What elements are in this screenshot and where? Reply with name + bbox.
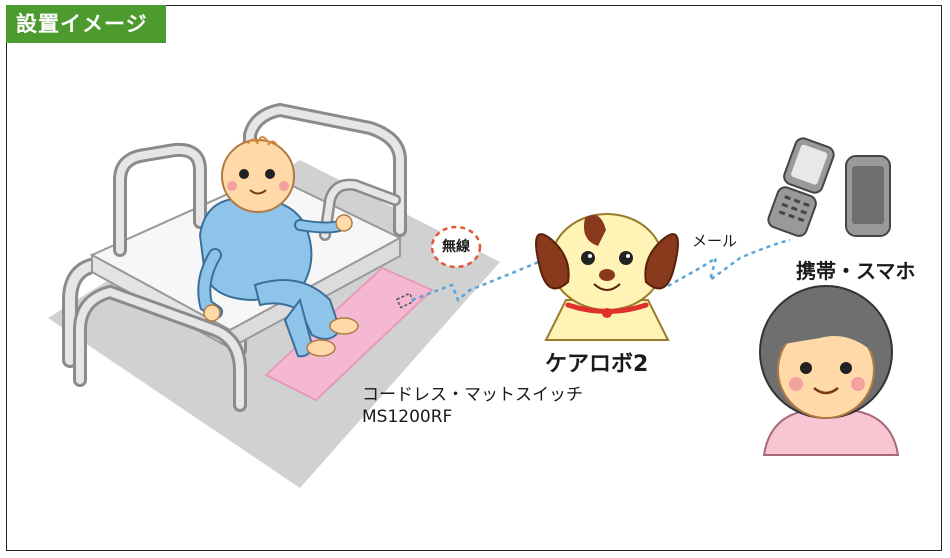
mat-model: MS1200RF (362, 407, 453, 427)
wireless-label: 無線 (442, 239, 470, 255)
elderly-person-illustration (197, 136, 359, 358)
mat-name: コードレス・マットスイッチ (362, 385, 583, 405)
mail-signal-line (667, 238, 791, 288)
mat-transmitter (395, 292, 415, 309)
phone-label: 携帯・スマホ (796, 259, 916, 283)
robot-label: ケアロボ2 (545, 352, 649, 377)
section-title: 設置イメージ (6, 5, 166, 43)
mat-label: コードレス・マットスイッチ MS1200RF (362, 384, 583, 428)
care-robot-dog-illustration (535, 213, 679, 341)
family-member-illustration (759, 285, 900, 456)
wireless-badge-ring (430, 225, 482, 269)
wireless-signal-line (411, 256, 549, 303)
mobile-phones-illustration (767, 137, 891, 237)
mail-label: メール (692, 232, 738, 250)
